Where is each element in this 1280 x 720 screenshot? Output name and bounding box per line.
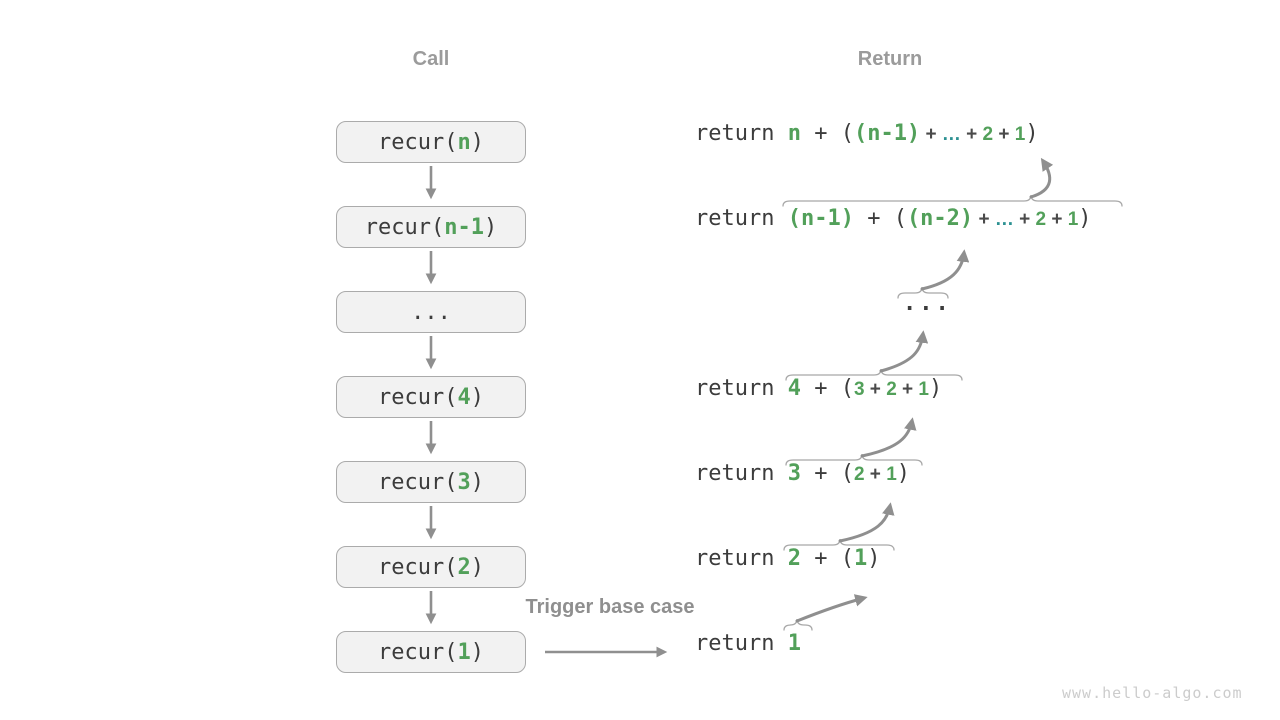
return-column-header: Return [857, 48, 923, 70]
return-merge-arrow [795, 594, 868, 623]
text-segment: + [864, 379, 887, 400]
text-segment: ... [903, 291, 952, 316]
text-segment: (n-1) [853, 121, 921, 146]
call-column-header: Call [412, 48, 450, 70]
text-segment: (n-2) [906, 206, 974, 231]
return-ellipsis-row: ... [903, 291, 952, 333]
call-box: recur(4) [336, 376, 526, 418]
return-merge-arrow [838, 502, 895, 543]
text-segment: ) [470, 554, 484, 580]
text-segment: 1 [886, 464, 897, 485]
text-segment: recur( [378, 554, 458, 580]
text-segment: 1 [1067, 209, 1079, 230]
text-segment: 2 [886, 379, 897, 400]
text-segment: + ( [800, 461, 854, 486]
text-segment: … [994, 209, 1014, 230]
text-segment: ) [470, 469, 484, 495]
text-segment: + [896, 379, 919, 400]
return-merge-arrow [1029, 157, 1054, 199]
return-merge-arrow [920, 249, 970, 291]
text-segment: n [787, 121, 801, 146]
text-segment: return [695, 546, 788, 571]
text-segment: 2 [787, 546, 801, 571]
text-segment: return [695, 206, 788, 231]
text-segment: ... [411, 299, 451, 325]
text-segment: return [695, 376, 788, 401]
text-segment: 1 [853, 546, 868, 571]
text-segment: recur( [378, 469, 458, 495]
text-segment: 4 [457, 384, 471, 410]
text-segment: 2 [853, 464, 865, 485]
text-segment: recur( [378, 639, 458, 665]
return-expression-row: return (n-1) + ((n-2) + … + 2 + 1) [695, 206, 1092, 248]
return-expression-row: return 3 + (2 + 1) [695, 461, 910, 503]
text-segment: + ( [853, 206, 907, 231]
call-box: recur(2) [336, 546, 526, 588]
text-segment: … [941, 124, 961, 145]
text-segment: + ( [800, 121, 854, 146]
text-segment: + [920, 124, 942, 145]
text-segment: recur( [378, 129, 458, 155]
text-segment: 2 [457, 554, 471, 580]
text-segment: ) [929, 376, 943, 401]
call-box: recur(3) [336, 461, 526, 503]
text-segment: 2 [1035, 209, 1047, 230]
text-segment: return [695, 631, 788, 656]
text-segment: + [1046, 209, 1068, 230]
text-segment: return [695, 461, 788, 486]
text-segment: (n-1) [787, 206, 854, 231]
text-segment: 1 [457, 639, 471, 665]
text-segment: ) [1078, 206, 1092, 231]
text-segment: 3 [457, 469, 471, 495]
text-segment: + [973, 209, 995, 230]
text-segment: ) [867, 546, 881, 571]
call-box: recur(n) [336, 121, 526, 163]
text-segment: ) [470, 129, 484, 155]
text-segment: n [457, 129, 471, 155]
text-segment: 2 [982, 124, 994, 145]
text-segment: recur( [364, 214, 445, 240]
text-segment: ) [1025, 121, 1039, 146]
text-segment: + [864, 464, 887, 485]
text-segment: 3 [853, 379, 865, 400]
trigger-base-case-label: Trigger base case [525, 596, 695, 618]
return-expression-row: return 2 + (1) [695, 546, 880, 588]
return-expression-row: return 1 [695, 631, 801, 673]
text-segment: 1 [918, 379, 929, 400]
call-box: recur(n-1) [336, 206, 526, 248]
text-segment: 1 [1014, 124, 1026, 145]
overbrace [783, 618, 813, 631]
text-segment: + [960, 124, 983, 145]
call-box: ... [336, 291, 526, 333]
text-segment: return [695, 121, 788, 146]
call-box: recur(1) [336, 631, 526, 673]
text-segment: + ( [800, 546, 854, 571]
text-segment: recur( [378, 384, 458, 410]
text-segment: ) [470, 384, 484, 410]
watermark: www.hello-algo.com [1062, 684, 1243, 702]
text-segment: ) [470, 639, 484, 665]
text-segment: + ( [800, 376, 854, 401]
text-segment: ) [896, 461, 911, 486]
text-segment: 3 [787, 461, 801, 486]
text-segment: + [1013, 209, 1036, 230]
text-segment: + [993, 124, 1015, 145]
return-expression-row: return 4 + (3 + 2 + 1) [695, 376, 942, 418]
overbrace [782, 194, 1123, 207]
return-merge-arrow [879, 330, 929, 373]
return-expression-row: return n + ((n-1) + … + 2 + 1) [695, 121, 1039, 163]
text-segment: 4 [787, 376, 801, 401]
return-merge-arrow [860, 417, 917, 458]
text-segment: ) [483, 214, 498, 240]
text-segment: n-1 [444, 214, 484, 240]
text-segment: 1 [787, 631, 801, 656]
